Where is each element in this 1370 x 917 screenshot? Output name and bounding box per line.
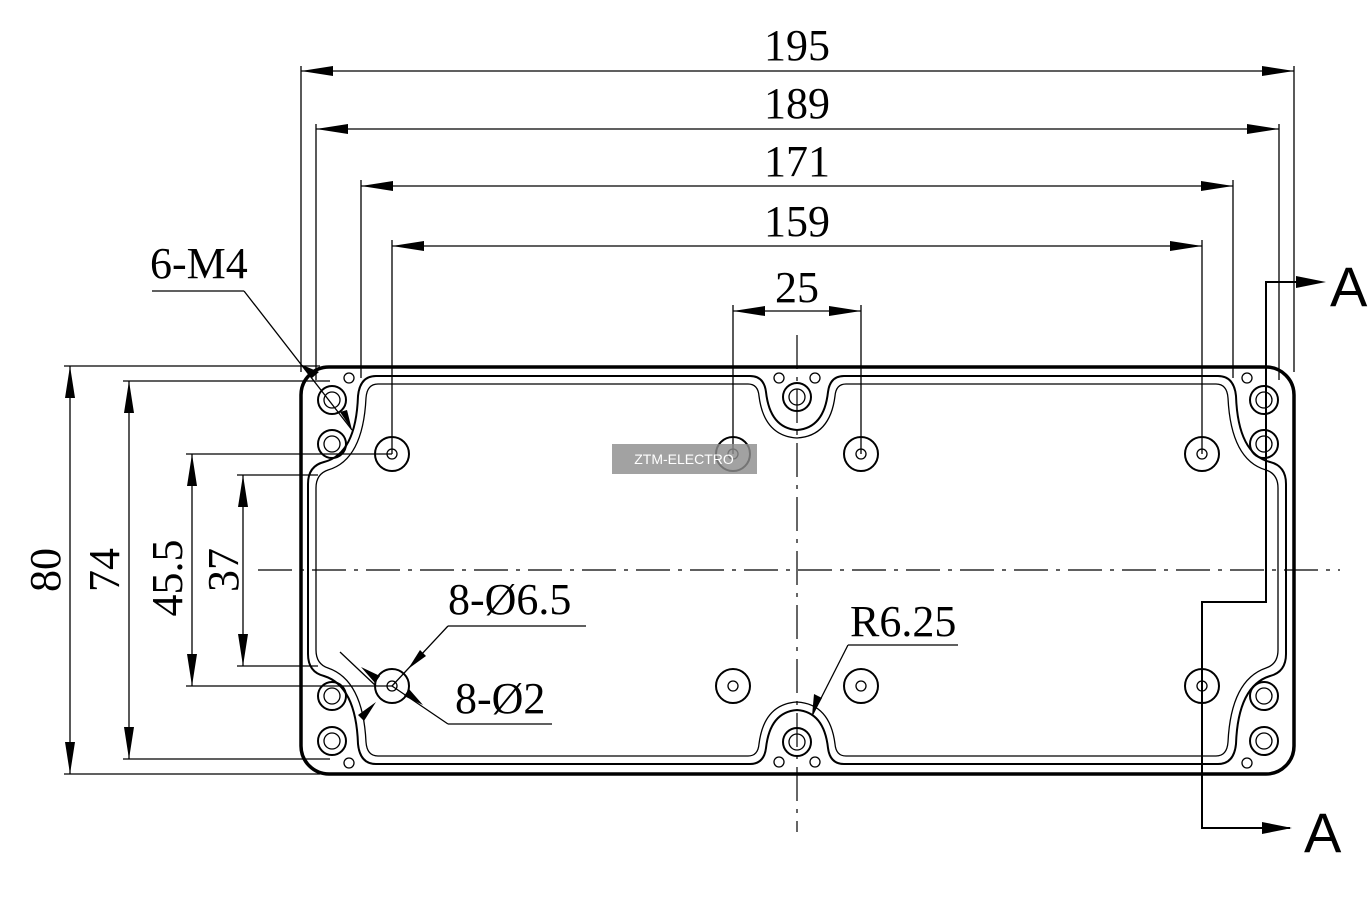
dim-37: 37 (199, 474, 318, 667)
callout-6-m4: 6-M4 (150, 239, 353, 431)
callout-r6-25: R6.25 (811, 597, 958, 717)
dim-189: 189 (315, 79, 1280, 380)
section-line-a-a: A A (1201, 255, 1368, 864)
callout-8-d2: 8-Ø2 (361, 667, 552, 725)
gasket-groove-outer (307, 375, 1287, 765)
dim-80-label: 80 (21, 548, 70, 592)
dim-171-label: 171 (764, 137, 830, 186)
dim-159: 159 (391, 197, 1203, 454)
callout-8-d6-5-label: 8-Ø6.5 (448, 575, 571, 624)
dim-74-label: 74 (80, 548, 129, 592)
watermark: ZTM-ELECTRO (612, 444, 757, 474)
gasket-groove-inner (315, 383, 1279, 757)
dim-159-label: 159 (764, 197, 830, 246)
dim-74: 74 (80, 380, 330, 760)
dim-195: 195 (300, 21, 1295, 372)
dim-25: 25 (732, 263, 862, 454)
dim-189-label: 189 (764, 79, 830, 128)
dim-25-label: 25 (775, 263, 819, 312)
callout-r6-25-label: R6.25 (850, 597, 956, 646)
dim-45-5-label: 45.5 (143, 540, 192, 617)
callout-8-d6-5: 8-Ø6.5 (339, 575, 586, 721)
dim-37-label: 37 (199, 548, 248, 592)
callout-6-m4-label: 6-M4 (150, 239, 248, 288)
callout-8-d2-label: 8-Ø2 (455, 674, 545, 723)
section-marker-top: A (1330, 255, 1368, 318)
watermark-text: ZTM-ELECTRO (634, 451, 734, 467)
section-marker-bottom: A (1304, 801, 1342, 864)
dim-195-label: 195 (764, 21, 830, 70)
dim-80: 80 (21, 365, 320, 775)
corner-holes (317, 372, 1279, 769)
dim-171: 171 (360, 137, 1234, 378)
dim-45-5: 45.5 (143, 453, 392, 687)
enclosure-outer (299, 365, 1296, 776)
